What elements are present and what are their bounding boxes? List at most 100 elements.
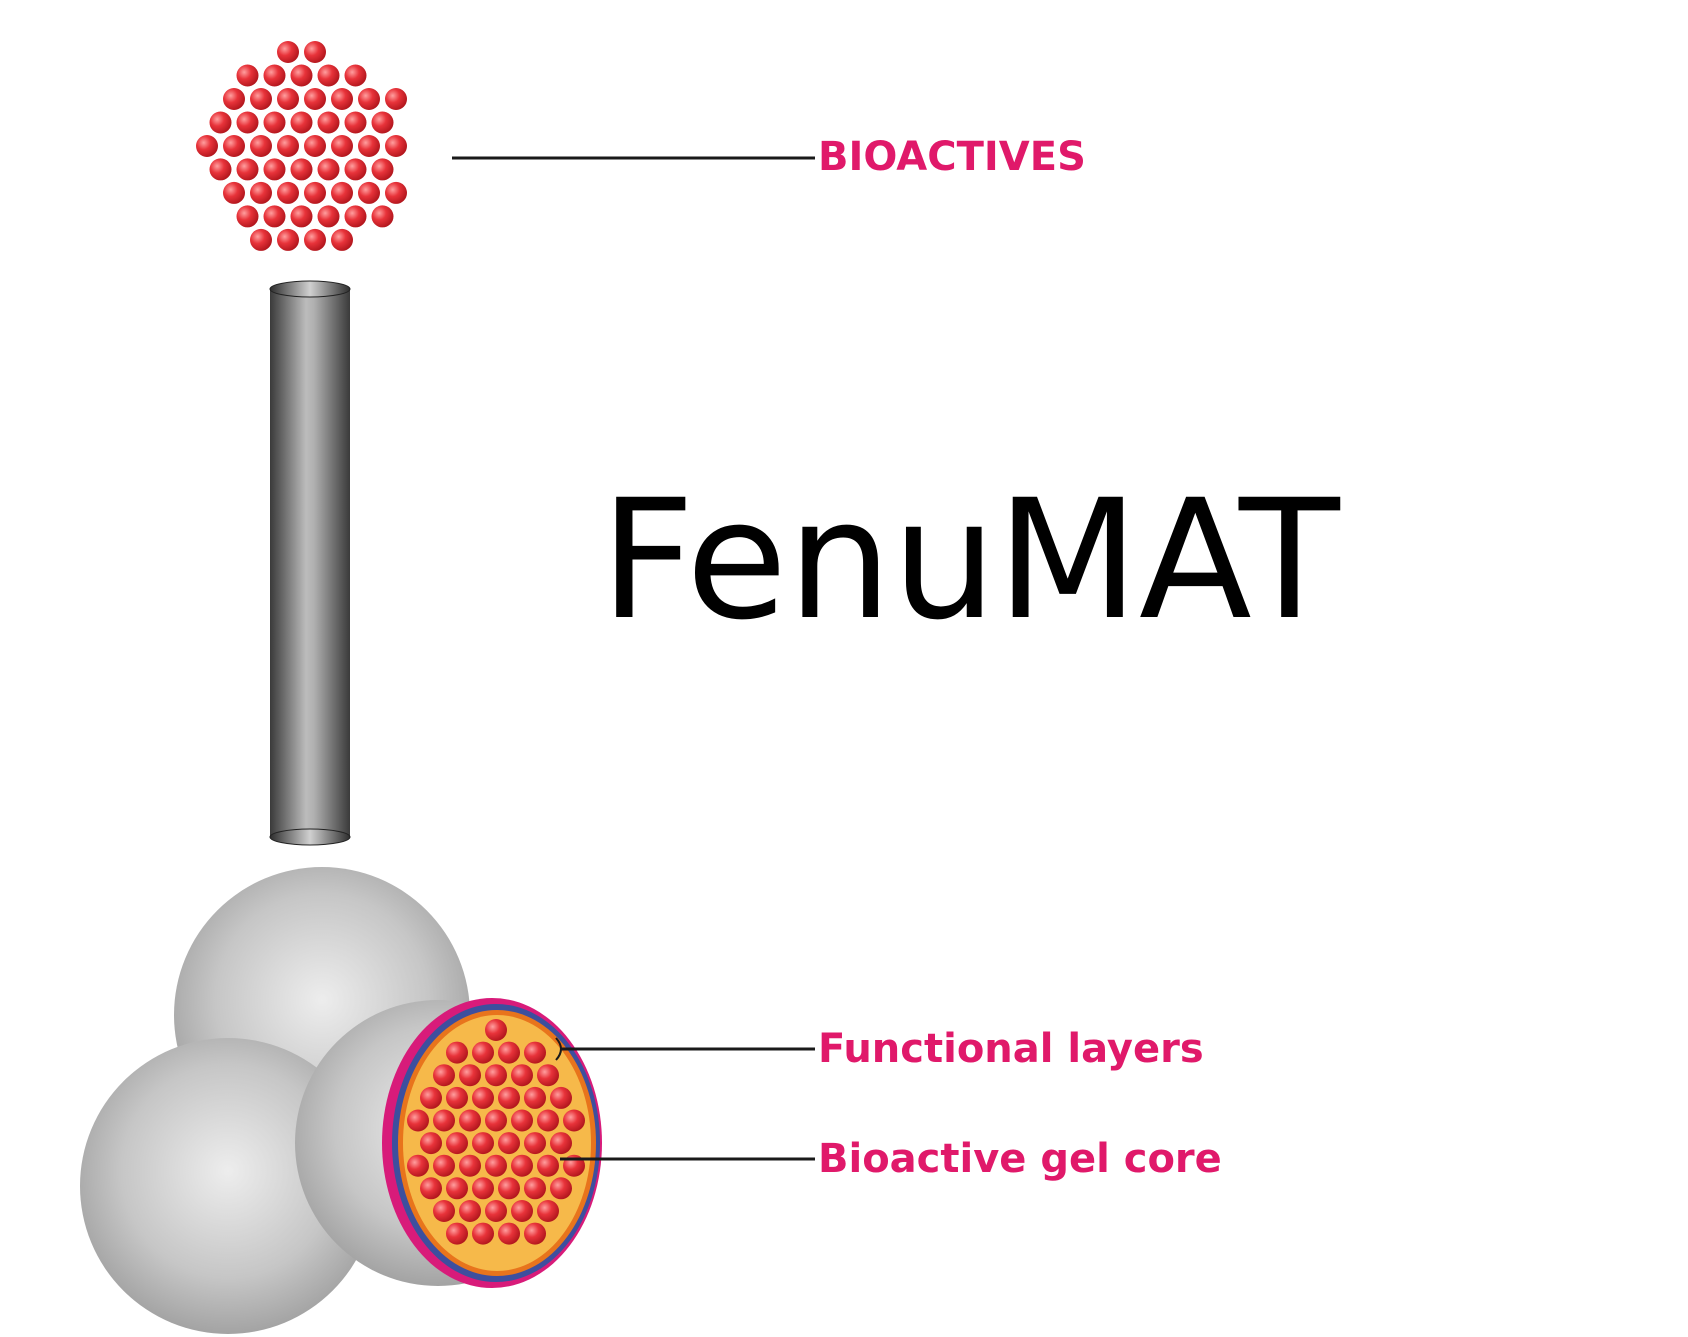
- bioactive-particle: [358, 88, 380, 110]
- cross-section: [382, 998, 602, 1288]
- core-particle: [459, 1200, 481, 1222]
- core-particle: [498, 1222, 520, 1245]
- core-particle: [446, 1132, 468, 1155]
- bioactive-particle: [358, 135, 380, 157]
- core-particle: [485, 1200, 507, 1222]
- bioactive-particle: [344, 111, 367, 134]
- core-particle: [550, 1086, 572, 1109]
- bioactive-particle: [263, 111, 286, 134]
- core-particle: [563, 1109, 585, 1132]
- bioactive-particle: [358, 181, 380, 204]
- bioactive-particle: [317, 64, 340, 87]
- bioactive-particle: [331, 135, 353, 157]
- core-particle: [537, 1109, 559, 1132]
- core-particle: [524, 1132, 546, 1155]
- bioactive-particle: [290, 158, 313, 181]
- core-particle: [420, 1177, 442, 1200]
- microsphere-cluster: [80, 867, 602, 1334]
- bioactive-particle: [223, 88, 245, 110]
- bioactive-particle: [385, 88, 407, 110]
- core-particle: [537, 1154, 559, 1177]
- bioactive-particle: [290, 111, 313, 134]
- functional-layers-label: Functional layers: [818, 1026, 1204, 1072]
- bioactive-particle: [223, 135, 245, 157]
- bioactive-particle: [277, 41, 299, 63]
- bioactive-particle-cluster: [196, 41, 407, 251]
- bioactive-particle: [385, 181, 407, 204]
- core-particle: [498, 1177, 520, 1200]
- bioactive-particle: [317, 158, 340, 181]
- core-particle: [433, 1064, 455, 1087]
- core-particle: [407, 1154, 429, 1177]
- bioactive-particle: [344, 64, 367, 87]
- core-particle: [420, 1086, 442, 1109]
- bioactive-particle: [236, 158, 259, 181]
- bioactive-particle: [331, 88, 353, 110]
- bioactive-particle: [371, 111, 394, 134]
- fibre-tube: [269, 280, 351, 846]
- bioactive-particle: [196, 135, 218, 157]
- core-particle: [524, 1041, 546, 1064]
- core-particle: [511, 1200, 533, 1222]
- bioactive-particle: [236, 111, 259, 134]
- bioactive-particle: [263, 64, 286, 87]
- bioactive-particle: [263, 205, 286, 228]
- core-particle: [446, 1177, 468, 1200]
- core-particle: [459, 1064, 481, 1087]
- core-particle: [472, 1177, 494, 1200]
- core-particle: [433, 1154, 455, 1177]
- bioactive-particle: [209, 158, 232, 181]
- core-particle: [420, 1132, 442, 1155]
- core-particle: [446, 1222, 468, 1245]
- bioactive-particle: [290, 64, 313, 87]
- core-particle: [446, 1041, 468, 1064]
- bioactive-particle: [304, 228, 326, 251]
- core-particle: [472, 1222, 494, 1245]
- core-particle: [550, 1177, 572, 1200]
- core-particle: [485, 1064, 507, 1087]
- core-particle: [407, 1109, 429, 1132]
- core-particle: [485, 1109, 507, 1132]
- functional-layers-bracket: [555, 1037, 562, 1061]
- bioactive-particle: [263, 158, 286, 181]
- bioactive-particle: [250, 181, 272, 204]
- core-particle: [511, 1064, 533, 1087]
- bioactive-particle: [277, 135, 299, 157]
- gel-core-label: Bioactive gel core: [818, 1136, 1222, 1182]
- bioactive-particle: [385, 135, 407, 157]
- bioactives-label: BIOACTIVES: [818, 134, 1086, 180]
- bioactive-particle: [304, 88, 326, 110]
- bioactive-particle: [304, 41, 326, 63]
- bioactive-particle: [344, 158, 367, 181]
- bioactive-particle: [277, 181, 299, 204]
- bioactive-particle: [317, 111, 340, 134]
- core-particle: [511, 1109, 533, 1132]
- bioactive-particle: [277, 228, 299, 251]
- diagram-title: FenuMAT: [600, 464, 1341, 656]
- bioactive-particle: [250, 228, 272, 251]
- core-particle: [498, 1086, 520, 1109]
- core-particle: [511, 1154, 533, 1177]
- core-particle: [459, 1154, 481, 1177]
- core-particle-group: [407, 1019, 585, 1245]
- bioactive-particle: [304, 181, 326, 204]
- core-particle: [524, 1086, 546, 1109]
- core-particle: [524, 1177, 546, 1200]
- bioactive-particle: [209, 111, 232, 134]
- bioactive-particle: [250, 88, 272, 110]
- core-particle: [498, 1041, 520, 1064]
- bioactive-particle: [344, 205, 367, 228]
- core-particle: [498, 1132, 520, 1155]
- core-particle: [472, 1132, 494, 1155]
- core-particle: [459, 1109, 481, 1132]
- core-particle: [433, 1109, 455, 1132]
- bioactive-particle: [317, 205, 340, 228]
- bioactive-particle: [250, 135, 272, 157]
- bioactive-particle: [236, 205, 259, 228]
- bioactive-particle: [304, 135, 326, 157]
- bioactive-particle: [277, 88, 299, 110]
- bioactive-particle: [371, 205, 394, 228]
- bioactive-particle: [223, 181, 245, 204]
- core-particle: [433, 1200, 455, 1222]
